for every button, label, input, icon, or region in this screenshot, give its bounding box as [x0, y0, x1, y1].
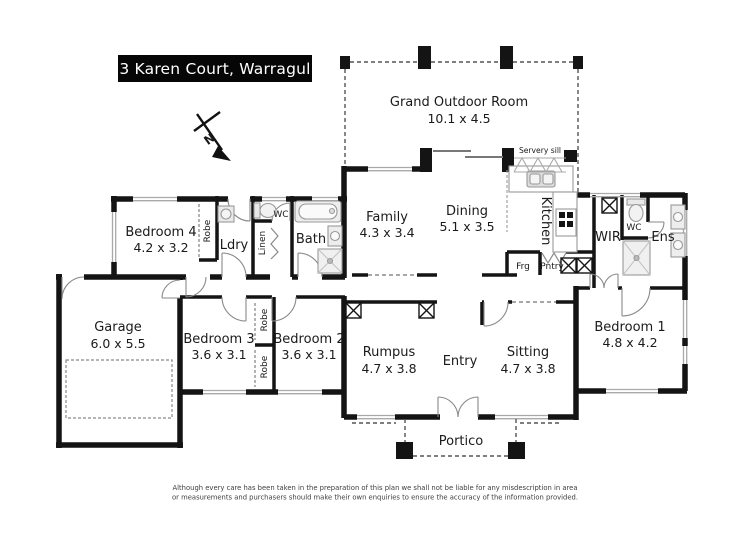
robe-label-bedroom4: Robe [203, 219, 213, 242]
column-icon [576, 257, 593, 274]
pntry-label: Pntry [540, 262, 564, 272]
disclaimer-line2: or measurements and purchasers should ma… [172, 494, 578, 502]
room-label-bath: Bath [296, 232, 326, 247]
plan-title: 3 Karen Court, Warragul [119, 60, 310, 78]
room-label-bedroom3: Bedroom 3 [183, 332, 254, 347]
north-arrow-icon [193, 111, 231, 161]
outdoor-dashed-lines [344, 61, 579, 193]
column-markers [345, 197, 618, 319]
room-labels: Grand Outdoor Room 10.1 x 4.5 Servery si… [90, 95, 674, 449]
robe-label-bedroom2: Robe [260, 355, 270, 378]
room-label-family: Family [366, 210, 408, 225]
room-label-bedroom2: Bedroom 2 [273, 332, 344, 347]
room-label-ens: Ens [651, 230, 674, 245]
washer-icon [217, 205, 235, 223]
vanity-basin-icon [670, 204, 686, 230]
column-icon [345, 302, 362, 319]
disclaimer-line1: Although every care has been taken in th… [172, 484, 577, 492]
column-icon [418, 302, 435, 319]
windows [111, 166, 688, 420]
portico-post [396, 442, 413, 459]
room-dims-rumpus: 4.7 x 3.8 [361, 361, 416, 376]
room-label-portico: Portico [439, 434, 484, 449]
room-label-bedroom4: Bedroom 4 [125, 225, 196, 240]
room-label-sitting: Sitting [507, 345, 549, 360]
room-dims-bedroom2: 3.6 x 3.1 [281, 347, 336, 362]
toilet-icon [626, 198, 646, 223]
shower-icon [622, 240, 651, 276]
kitchen-sink-icon [526, 170, 556, 188]
room-label-bedroom1: Bedroom 1 [594, 320, 665, 335]
room-label-wir: WIR [595, 230, 621, 245]
room-dims-bedroom3: 3.6 x 3.1 [191, 347, 246, 362]
title-block: 3 Karen Court, Warragul [118, 55, 312, 82]
robe-dashed-fronts [198, 204, 256, 387]
exterior-walls [56, 166, 688, 448]
room-label-kitchen: Kitchen [538, 197, 553, 246]
title-background [118, 55, 312, 82]
room-label-grand-outdoor: Grand Outdoor Room [390, 95, 528, 110]
room-label-rumpus: Rumpus [363, 345, 416, 360]
room-label-garage: Garage [94, 320, 142, 335]
robe-label-bedroom3: Robe [260, 308, 270, 331]
room-label-ldry: Ldry [220, 238, 249, 253]
interior-walls [180, 195, 685, 393]
toilet-icon [253, 202, 277, 219]
room-label-wc-main: WC [273, 210, 288, 220]
vanity-basin-icon [670, 232, 686, 258]
cased-openings [368, 274, 556, 303]
shower-icon [317, 248, 343, 274]
fixtures [217, 156, 686, 276]
garage-door-outline [65, 359, 173, 419]
room-dims-grand-outdoor: 10.1 x 4.5 [427, 111, 490, 126]
disclaimer: Although every care has been taken in th… [172, 484, 578, 502]
room-dims-sitting: 4.7 x 3.8 [500, 361, 555, 376]
room-dims-family: 4.3 x 3.4 [359, 225, 414, 240]
portico-structure [352, 419, 560, 459]
column-icon [601, 197, 618, 214]
room-dims-bedroom1: 4.8 x 4.2 [602, 335, 657, 350]
sliding-door [433, 150, 503, 158]
frg-label: Frg [516, 262, 530, 272]
portico-post [508, 442, 525, 459]
north-label: N [201, 131, 217, 148]
servery-sill-label: Servery sill [519, 146, 561, 155]
stove-icon [555, 208, 577, 237]
room-label-wc-ens: WC [626, 223, 641, 233]
doors [61, 198, 665, 418]
room-dims-garage: 6.0 x 5.5 [90, 336, 145, 351]
column-icon [560, 257, 577, 274]
bathtub-icon [294, 200, 342, 223]
vanity-basin-icon [327, 225, 343, 247]
room-dims-bedroom4: 4.2 x 3.2 [133, 240, 188, 255]
room-label-entry: Entry [443, 354, 478, 369]
room-dims-dining: 5.1 x 3.5 [439, 219, 494, 234]
linen-label: Linen [258, 231, 268, 255]
servery-sill-window [513, 156, 566, 174]
room-label-dining: Dining [446, 204, 488, 219]
linen-bifold-door [270, 227, 279, 260]
